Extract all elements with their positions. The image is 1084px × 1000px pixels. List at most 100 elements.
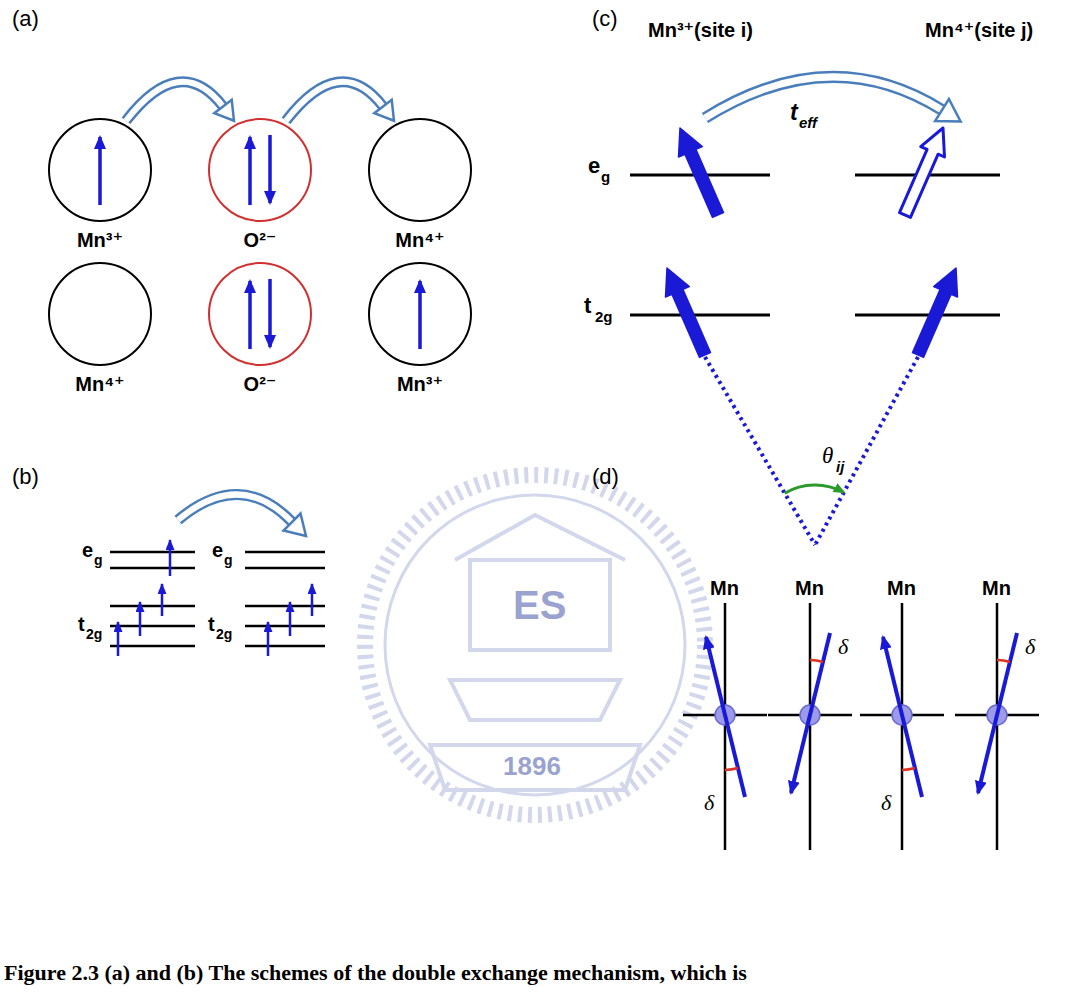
angle-symbol: δ — [838, 636, 848, 658]
core-spins-c — [666, 128, 958, 357]
level-line — [245, 551, 325, 554]
orbital-label: e — [82, 540, 93, 560]
spin-arrow — [791, 633, 830, 793]
atom-label: Mn — [710, 578, 739, 598]
spin-arrow — [289, 602, 292, 636]
ion-label: Mn³⁺ — [397, 374, 443, 394]
angle-symbol: δ — [704, 792, 714, 814]
atom-label: Mn — [795, 578, 824, 598]
atom-label: Mn — [887, 578, 916, 598]
atom-label: Mn — [982, 578, 1011, 598]
angle-symbol: θ — [822, 444, 833, 467]
spin-arrow — [267, 622, 270, 656]
hop-arrow — [126, 82, 234, 121]
panel-label: (b) — [12, 466, 39, 488]
spin-arrow — [169, 540, 172, 576]
hopping-symbol: t — [790, 101, 798, 124]
hop-arrow-b — [178, 494, 306, 536]
spin-arrow — [418, 281, 422, 349]
level-line — [855, 314, 1000, 317]
angle-arc — [785, 485, 844, 493]
mn-atoms — [715, 705, 1007, 725]
hop-arrow-outline — [126, 82, 223, 121]
spin-arrow — [679, 128, 724, 217]
site-label: Mn³⁺(site i) — [648, 20, 753, 40]
spin-arrow — [883, 637, 922, 797]
orbital-label: e — [588, 155, 600, 177]
watermark-logo — [365, 475, 705, 815]
panel-label: (a) — [12, 8, 39, 30]
watermark-ring — [385, 495, 685, 795]
level-line — [245, 625, 325, 628]
level-line — [245, 645, 325, 648]
ion-label: O²⁻ — [244, 374, 277, 394]
hop-arrow-outline — [178, 494, 292, 522]
hop-arrow-head — [374, 100, 394, 121]
spin-arrow — [248, 281, 252, 349]
level-line — [110, 645, 195, 648]
angle-lines — [705, 357, 918, 545]
hollow-spin-arrow — [900, 128, 945, 217]
level-line — [245, 567, 325, 570]
spin-arrows-a — [100, 135, 420, 349]
angle-symbol: δ — [1025, 636, 1035, 658]
lattice-axes — [683, 603, 1039, 850]
ion-circle: Mn⁴⁺ — [368, 118, 472, 222]
ion-label: Mn⁴⁺ — [75, 374, 124, 394]
spin-arrow — [98, 137, 102, 205]
ion-label: O²⁻ — [244, 230, 277, 250]
hop-arrow — [286, 82, 394, 121]
ion-circle: O²⁻ — [208, 118, 312, 222]
ion-circle: Mn³⁺ — [368, 262, 472, 366]
ion-circle: O²⁻ — [208, 262, 312, 366]
spin-arrow — [666, 268, 711, 357]
angle-arc — [902, 768, 915, 770]
dotted-line — [815, 357, 918, 545]
spin-arrow — [311, 584, 314, 616]
subscript: g — [94, 553, 103, 567]
level-line — [110, 567, 195, 570]
angle-symbol: δ — [881, 792, 891, 814]
angle-arc — [997, 660, 1010, 662]
angle-arc — [725, 768, 738, 770]
hop-arrow-fill — [705, 77, 942, 118]
subscript: g — [224, 553, 233, 567]
watermark-text: ES — [513, 585, 566, 625]
cant-angle-arcs — [725, 660, 1010, 770]
orbital-label: t — [584, 295, 591, 317]
orbital-label: t — [208, 614, 215, 634]
subscript: g — [601, 169, 610, 184]
orbital-label: t — [78, 614, 85, 634]
watermark-building — [470, 560, 610, 650]
subscript: ij — [836, 459, 844, 474]
site-label: Mn⁴⁺(site j) — [925, 20, 1033, 40]
watermark-text: 1896 — [503, 753, 561, 779]
ion-label: Mn⁴⁺ — [395, 230, 444, 250]
hop-arrow-head — [935, 99, 961, 122]
spin-arrow — [117, 622, 120, 656]
orbital-label: e — [212, 540, 223, 560]
hop-arrow-outline — [705, 77, 942, 118]
hop-arrow-fill — [178, 494, 292, 522]
spin-arrow — [268, 279, 272, 347]
subscript: 2g — [86, 627, 102, 641]
figure-caption: Figure 2.3 (a) and (b) The schemes of th… — [4, 962, 747, 984]
watermark-roof — [455, 515, 625, 560]
hop-arrow-c — [705, 77, 961, 122]
subscript: 2g — [216, 627, 232, 641]
hop-arrow-head — [284, 514, 307, 537]
spin-arrow — [139, 602, 142, 636]
hop-arrow-fill — [286, 82, 383, 121]
hop-arrow-head — [214, 100, 234, 121]
spin-arrow — [248, 137, 252, 205]
spin-arrows-b — [118, 540, 312, 656]
dotted-line — [705, 357, 815, 545]
watermark-ring — [365, 475, 705, 815]
watermark-anvil — [450, 680, 620, 720]
spin-arrow — [268, 135, 272, 203]
level-line — [110, 605, 195, 608]
spin-arrow — [706, 637, 745, 797]
